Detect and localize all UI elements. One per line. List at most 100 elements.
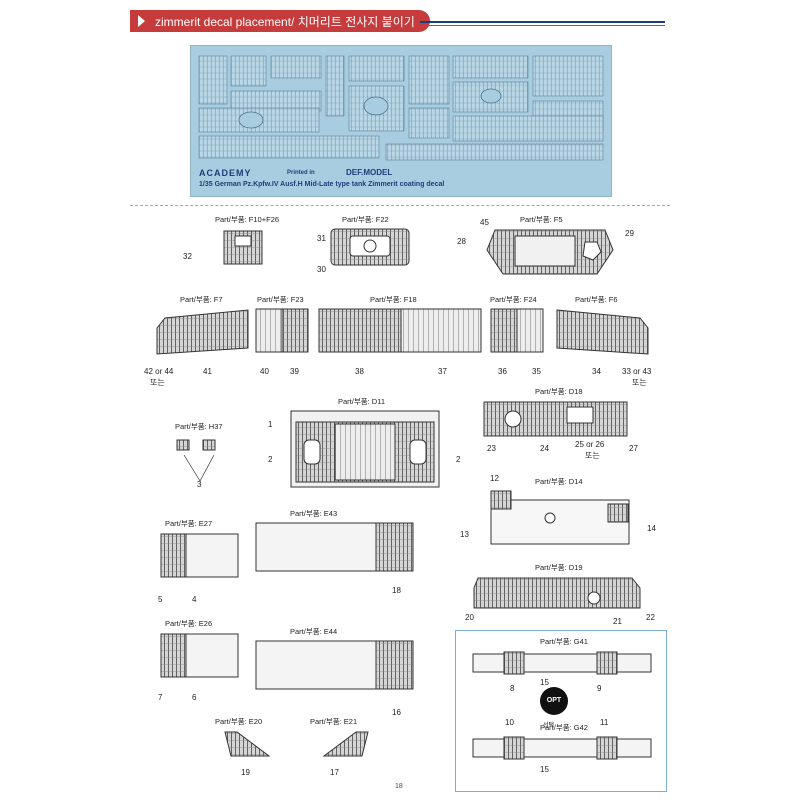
callout-13: 13 xyxy=(460,530,469,539)
callout-37: 37 xyxy=(438,367,447,376)
part-label-e43: Part/부품: E43 xyxy=(290,509,338,518)
part-d19 xyxy=(472,576,642,612)
academy-logo: ACADEMY xyxy=(199,168,252,178)
callout-30: 30 xyxy=(317,265,326,274)
part-label-f18: Part/부품: F18 xyxy=(370,295,417,304)
part-g42 xyxy=(472,735,652,761)
part-label-e44: Part/부품: E44 xyxy=(290,627,338,636)
callout-8: 8 xyxy=(510,684,515,693)
callout-42-44: 42 or 44 xyxy=(144,367,174,376)
part-label-f10: Part/부품: F10+F26 xyxy=(215,215,280,224)
part-label-e21: Part/부품: E21 xyxy=(310,717,358,726)
h37-leader-lines xyxy=(180,455,220,483)
callout-39: 39 xyxy=(290,367,299,376)
callout-4: 4 xyxy=(192,595,197,604)
part-d11 xyxy=(290,410,440,490)
callout-17: 17 xyxy=(330,768,339,777)
callout-23: 23 xyxy=(487,444,496,453)
part-f7 xyxy=(155,308,250,356)
part-label-e26: Part/부품: E26 xyxy=(165,619,213,628)
part-label-g42: Part/부품: G42 xyxy=(540,723,588,732)
part-f23 xyxy=(255,308,310,353)
part-label-e20: Part/부품: E20 xyxy=(215,717,263,726)
part-g41 xyxy=(472,650,652,676)
page-number: 18 xyxy=(395,783,403,790)
callout-5: 5 xyxy=(158,595,163,604)
callout-11: 11 xyxy=(600,718,609,727)
callout-1: 1 xyxy=(268,420,273,429)
part-e20 xyxy=(223,730,273,760)
part-label-e27: Part/부품: E27 xyxy=(165,519,213,528)
section-header-bar xyxy=(130,10,430,32)
part-e27 xyxy=(160,533,240,578)
callout-38: 38 xyxy=(355,367,364,376)
callout-6: 6 xyxy=(192,693,197,702)
decal-sheet-pattern xyxy=(198,55,604,161)
decal-sheet: ACADEMY Printed in DEF.MODEL 1/35 German… xyxy=(190,45,612,197)
callout-25-26: 25 or 26 xyxy=(575,440,605,449)
callout-2-right: 2 xyxy=(456,455,461,464)
part-label-f24: Part/부품: F24 xyxy=(490,295,537,304)
callout-29: 29 xyxy=(625,229,634,238)
part-e26 xyxy=(160,633,240,678)
callout-19: 19 xyxy=(241,768,250,777)
callout-36: 36 xyxy=(498,367,507,376)
callout-21: 21 xyxy=(613,617,622,626)
part-label-f22: Part/부품: F22 xyxy=(342,215,389,224)
callout-32: 32 xyxy=(183,252,192,261)
part-label-f7: Part/부품: F7 xyxy=(180,295,223,304)
header-rule-accent xyxy=(420,25,665,26)
section-title: zimmerit decal placement/ 치머리트 전사지 붙이기 xyxy=(155,15,415,29)
optional-badge: OPT xyxy=(540,687,568,715)
callout-25-or: 또는 xyxy=(585,451,600,460)
part-f24 xyxy=(490,308,545,353)
section-divider xyxy=(130,205,670,206)
part-label-f5: Part/부품: F5 xyxy=(520,215,563,224)
part-label-d14: Part/부품: D14 xyxy=(535,477,583,486)
part-e21 xyxy=(320,730,370,760)
part-f5 xyxy=(485,228,615,276)
callout-22: 22 xyxy=(646,613,655,622)
optional-parts-box xyxy=(455,630,667,792)
part-d18 xyxy=(483,401,628,437)
part-label-h37: Part/부품: H37 xyxy=(175,422,223,431)
callout-7: 7 xyxy=(158,693,163,702)
part-f18 xyxy=(318,308,483,353)
callout-3: 3 xyxy=(197,480,202,489)
callout-42-or: 또는 xyxy=(150,378,165,387)
part-f10-f26 xyxy=(223,230,263,265)
callout-35: 35 xyxy=(532,367,541,376)
callout-34: 34 xyxy=(592,367,601,376)
part-label-d11: Part/부품: D11 xyxy=(338,397,386,406)
left-margin xyxy=(0,0,120,800)
part-e43 xyxy=(255,522,415,572)
part-label-d18: Part/부품: D18 xyxy=(535,387,583,396)
callout-9: 9 xyxy=(597,684,602,693)
optional-badge-sub: 선택 xyxy=(543,723,555,729)
header-rule xyxy=(420,21,665,23)
callout-40: 40 xyxy=(260,367,269,376)
callout-28: 28 xyxy=(457,237,466,246)
callout-27: 27 xyxy=(629,444,638,453)
callout-2-left: 2 xyxy=(268,455,273,464)
callout-15-top: 15 xyxy=(540,678,549,687)
part-f6 xyxy=(555,308,650,356)
part-label-d19: Part/부품: D19 xyxy=(535,563,583,572)
callout-14: 14 xyxy=(647,524,656,533)
instruction-page: zimmerit decal placement/ 치머리트 전사지 붙이기 xyxy=(120,0,680,800)
callout-12: 12 xyxy=(490,474,499,483)
brand-logo: DEF.MODEL xyxy=(346,168,393,177)
arrow-icon xyxy=(138,15,145,27)
part-h37 xyxy=(175,436,220,456)
callout-24: 24 xyxy=(540,444,549,453)
part-label-g41: Part/부품: G41 xyxy=(540,637,588,646)
callout-18: 18 xyxy=(392,586,401,595)
decal-sheet-caption: 1/35 German Pz.Kpfw.IV Ausf.H Mid-Late t… xyxy=(199,181,445,188)
printed-in-text: Printed in xyxy=(287,170,315,176)
part-f22 xyxy=(330,228,410,266)
callout-20: 20 xyxy=(465,613,474,622)
callout-33-or: 또는 xyxy=(632,378,647,387)
callout-15-bottom: 15 xyxy=(540,765,549,774)
part-label-f23: Part/부품: F23 xyxy=(257,295,304,304)
callout-10: 10 xyxy=(505,718,514,727)
